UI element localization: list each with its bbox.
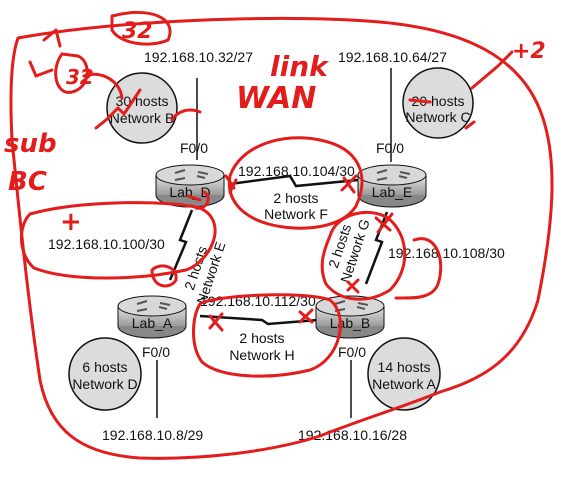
x-mark-e-top xyxy=(186,190,210,210)
subnet-a-label: 192.168.10.16/28 xyxy=(298,427,407,443)
annotation-bc: BC xyxy=(8,167,47,197)
annotation-sub: sub xyxy=(4,129,57,159)
network-b-circle xyxy=(106,72,178,144)
router-arrows-icon xyxy=(136,300,171,312)
x-mark-h-right xyxy=(298,308,314,324)
x-mark-g-bottom xyxy=(346,278,360,294)
x-mark-g-top xyxy=(374,212,394,234)
annotation-wan: WAN xyxy=(236,81,316,116)
lab-b-port: F0/0 xyxy=(338,344,366,360)
router-lab-e xyxy=(357,164,427,208)
check-mark xyxy=(94,88,142,130)
circle-small-e xyxy=(150,264,178,288)
red-annotations: 32 32 link WAN sub BC +2 + xyxy=(4,11,554,460)
links xyxy=(156,68,392,418)
dash-marks xyxy=(408,98,476,130)
annotation-link: link xyxy=(270,50,330,83)
router-lab-a xyxy=(117,295,187,339)
annotation-plus: + xyxy=(60,207,82,237)
arrow-to-plus2 xyxy=(470,50,514,90)
outer-boundary-scribble xyxy=(9,17,554,460)
router-arrows-icon xyxy=(376,169,411,181)
subnet-d-label: 192.168.10.8/29 xyxy=(102,427,203,443)
network-h-hosts: 2 hosts xyxy=(239,330,284,346)
circle-network-g xyxy=(320,210,407,301)
annotation-32: 32 xyxy=(122,19,153,44)
network-f-name: Network F xyxy=(264,206,328,222)
subnet-g-label: 192.168.10.108/30 xyxy=(388,245,505,261)
network-c-hosts: 20 hosts xyxy=(412,93,465,109)
x-mark-f-left xyxy=(224,174,238,194)
x-mark-f-right xyxy=(340,174,358,194)
serial-link-f xyxy=(229,174,359,188)
network-c-circle xyxy=(402,67,474,139)
lab-d-port: F0/0 xyxy=(180,140,208,156)
arrow-scribbles xyxy=(28,28,124,100)
lab-e-port: F0/0 xyxy=(376,140,404,156)
lab-a-port: F0/0 xyxy=(142,344,170,360)
subnet-c-label: 192.168.10.64/27 xyxy=(338,49,447,65)
network-b-name: Network B xyxy=(110,110,175,126)
x-mark-h-left xyxy=(208,312,224,332)
router-arrows-icon xyxy=(174,169,209,181)
lab-d-name: Lab_D xyxy=(169,184,210,200)
network-a-circle xyxy=(367,337,441,411)
network-a-hosts: 14 hosts xyxy=(378,359,431,375)
circle-network-h xyxy=(192,293,342,378)
network-a-name: Network A xyxy=(372,376,436,392)
annotation-plus2: +2 xyxy=(512,39,546,64)
circle-network-f xyxy=(227,136,364,230)
circle-mark xyxy=(54,52,89,94)
network-c-name: Network C xyxy=(405,109,470,125)
lab-a-name: Lab_A xyxy=(132,315,173,331)
router-arrows-icon xyxy=(334,300,369,312)
network-d-circle xyxy=(68,337,142,411)
network-b-hosts: 30 hosts xyxy=(116,93,169,109)
small-red-tick xyxy=(170,108,202,122)
serial-link-e xyxy=(168,209,194,281)
network-d-name: Network D xyxy=(72,376,137,392)
serial-link-h xyxy=(199,314,319,326)
network-f-hosts: 2 hosts xyxy=(273,190,318,206)
subnet-f-label: 192.168.10.104/30 xyxy=(238,163,355,179)
network-d-hosts: 6 hosts xyxy=(82,359,127,375)
lab-b-name: Lab_B xyxy=(330,315,370,331)
annotation-32b: 32 xyxy=(66,65,94,89)
subnet-e-label: 192.168.10.100/30 xyxy=(48,236,165,252)
circle-32-mark xyxy=(110,11,172,46)
lab-e-name: Lab_E xyxy=(372,184,412,200)
subnet-b-label: 192.168.10.32/27 xyxy=(144,49,253,65)
curl-network-g xyxy=(394,237,443,300)
circle-network-e xyxy=(19,201,217,280)
network-h-name: Network H xyxy=(229,347,294,363)
